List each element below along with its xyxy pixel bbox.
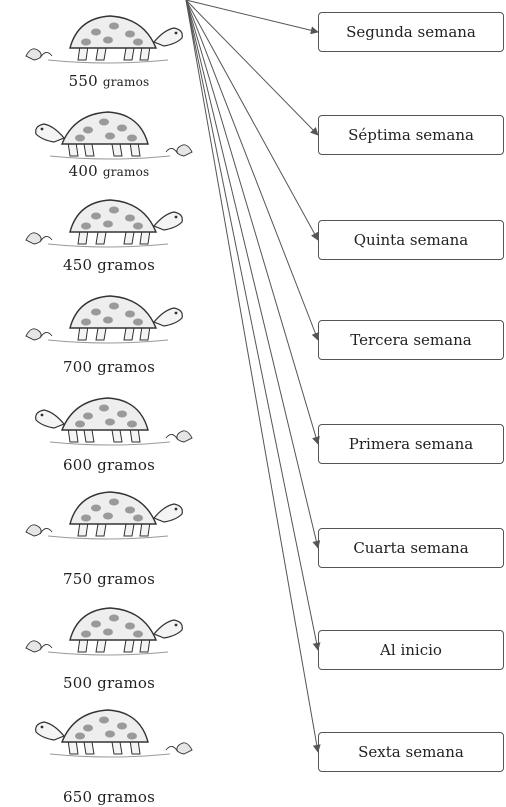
turtle-illustration xyxy=(18,8,200,68)
connector-arrow xyxy=(186,0,318,340)
weight-label: 700 gramos xyxy=(18,358,200,376)
turtle-illustration xyxy=(18,484,200,544)
week-box: Segunda semana xyxy=(318,12,504,52)
connector-arrow xyxy=(186,0,318,32)
weight-label: 400 gramos xyxy=(18,162,200,180)
week-box: Séptima semana xyxy=(318,115,504,155)
weight-label: 750 gramos xyxy=(18,570,200,588)
turtle-illustration xyxy=(18,600,200,660)
turtle-illustration xyxy=(18,104,200,164)
connector-arrow xyxy=(186,0,318,650)
weight-label: 550 gramos xyxy=(18,72,200,90)
turtle-illustration xyxy=(18,390,200,450)
week-box: Primera semana xyxy=(318,424,504,464)
turtle-illustration xyxy=(18,288,200,348)
connector-arrow xyxy=(186,0,318,444)
weight-label: 650 gramos xyxy=(18,788,200,806)
week-box: Al inicio xyxy=(318,630,504,670)
connector-arrow xyxy=(186,0,318,135)
week-box: Cuarta semana xyxy=(318,528,504,568)
week-box: Quinta semana xyxy=(318,220,504,260)
weight-label: 450 gramos xyxy=(18,256,200,274)
weight-label: 500 gramos xyxy=(18,674,200,692)
week-box: Tercera semana xyxy=(318,320,504,360)
connector-arrow xyxy=(186,0,318,240)
week-box: Sexta semana xyxy=(318,732,504,772)
turtle-illustration xyxy=(18,192,200,252)
turtle-illustration xyxy=(18,702,200,762)
weight-label: 600 gramos xyxy=(18,456,200,474)
connector-arrow xyxy=(186,0,318,548)
connector-arrow xyxy=(186,0,318,752)
